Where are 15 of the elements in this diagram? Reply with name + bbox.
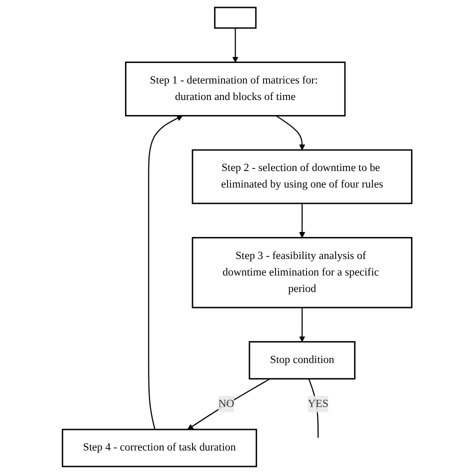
arrow (232, 28, 238, 63)
node-box: Step 4 - correction of task duration (62, 428, 257, 468)
arrow (148, 115, 183, 430)
arrow (187, 378, 270, 430)
node-box: Step 3 - feasibility analysis of downtime elimination for a specific period (192, 237, 412, 308)
edge-label: YES (308, 398, 328, 410)
arrow (299, 203, 306, 238)
node-box: Step 1 - determination of matrices for: duration and blocks of time (124, 62, 346, 116)
arrow (299, 308, 306, 342)
arrow (276, 115, 306, 150)
node-box: Step 2 - selection of downtime to be eliminated by using one of four rules (192, 149, 412, 204)
node-box (214, 6, 256, 29)
node-box: Stop condition (248, 341, 356, 380)
edge-label: NO (218, 398, 234, 410)
connector (308, 378, 319, 438)
